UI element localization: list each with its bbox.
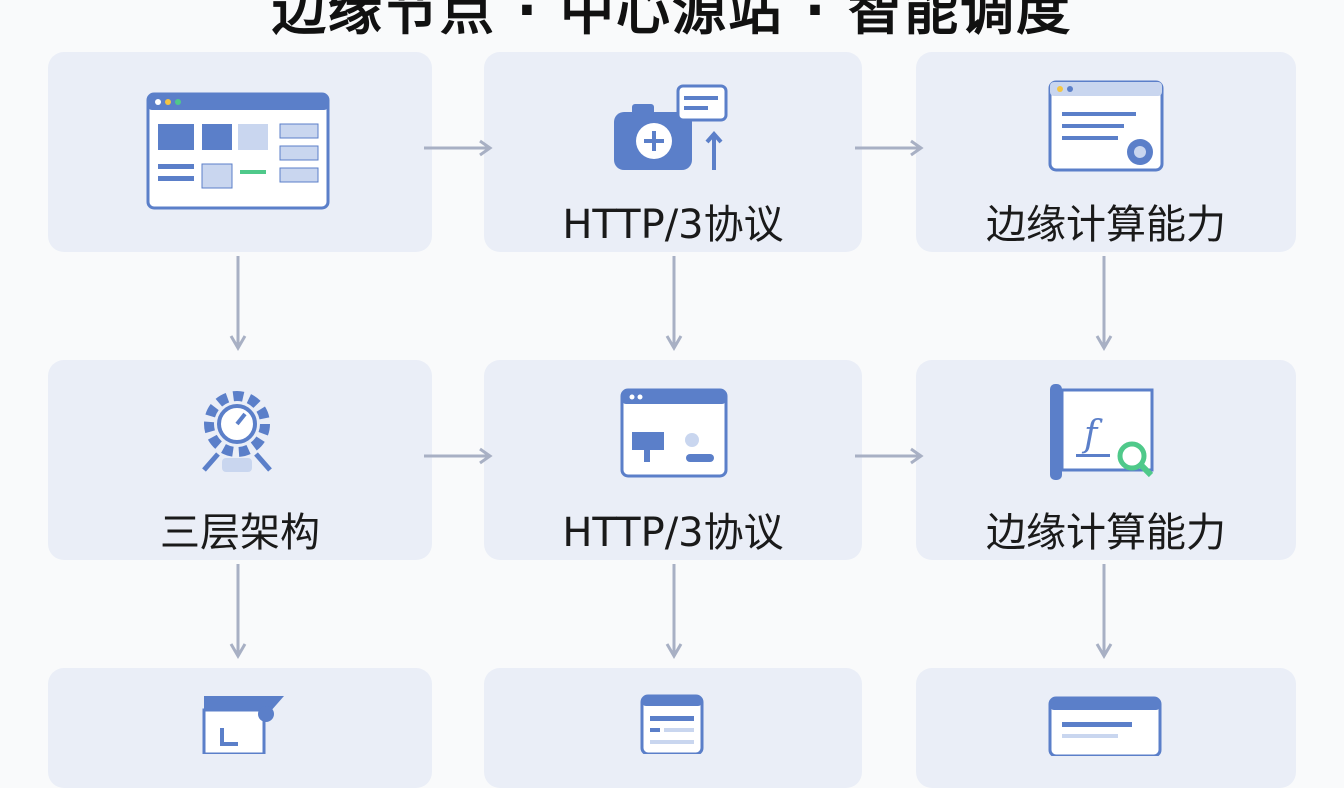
server-list-icon xyxy=(640,694,704,754)
arrow-down xyxy=(665,256,683,351)
arrow-right xyxy=(855,447,924,465)
arrow-down xyxy=(229,256,247,351)
card-label: 三层架构 xyxy=(160,510,320,556)
flow-card-4: 三层架构 xyxy=(48,360,432,560)
flow-card-5: HTTP/3协议 xyxy=(484,360,862,560)
arrow-right xyxy=(424,447,493,465)
arrow-down xyxy=(229,564,247,659)
flow-card-9 xyxy=(916,668,1296,788)
gear-search-icon xyxy=(202,391,272,472)
flow-card-6: f 边缘计算能力 xyxy=(916,360,1296,560)
flow-card-2: HTTP/3协议 xyxy=(484,52,862,252)
flow-card-8 xyxy=(484,668,862,788)
arrow-right xyxy=(424,139,493,157)
flow-card-1 xyxy=(48,52,432,252)
file-document-icon xyxy=(202,696,284,754)
browser-window-icon xyxy=(1048,696,1162,756)
camera-upload-icon xyxy=(614,84,728,170)
card-label: 边缘计算能力 xyxy=(986,202,1226,248)
card-label: HTTP/3协议 xyxy=(562,510,784,556)
arrow-down xyxy=(1095,564,1113,659)
dashboard-window-icon xyxy=(146,92,330,210)
arrow-down xyxy=(665,564,683,659)
page-title: 边缘节点 · 中心源站 · 智能调度 xyxy=(271,0,1073,42)
function-search-icon: f xyxy=(1050,384,1154,480)
card-label: HTTP/3协议 xyxy=(562,202,784,248)
arrow-right xyxy=(855,139,924,157)
flow-card-3: 边缘计算能力 xyxy=(916,52,1296,252)
media-window-icon xyxy=(620,388,728,478)
arrow-down xyxy=(1095,256,1113,351)
flow-card-7 xyxy=(48,668,432,788)
certificate-document-icon xyxy=(1048,80,1164,172)
card-label: 边缘计算能力 xyxy=(986,510,1226,556)
